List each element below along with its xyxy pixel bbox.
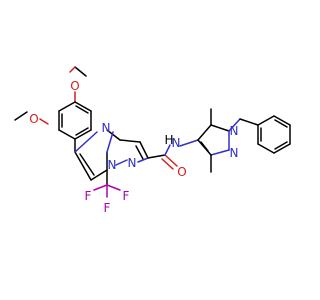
atom-o-amide: O bbox=[177, 165, 186, 179]
bond-pm-n-top bbox=[74, 131, 98, 153]
bond-pm-n-right bbox=[106, 131, 114, 153]
bond-amide-c bbox=[147, 154, 166, 159]
atom-n-ring-pyrazole: N bbox=[128, 156, 137, 170]
bond-pm-ring-c bbox=[74, 151, 92, 181]
atom-f-center: F bbox=[104, 201, 111, 215]
bond-ph-4-inner bbox=[75, 127, 89, 136]
molecule-svg: O O N N N H N O F F F N N bbox=[14, 66, 291, 215]
atom-n-ring-upper: N bbox=[102, 121, 111, 135]
bond-pm-ring-b bbox=[90, 169, 108, 181]
bond-pm-ring-c-inner bbox=[79, 153, 95, 176]
bond-bz-4-inner bbox=[274, 141, 288, 150]
amide-group bbox=[147, 139, 199, 170]
benzyl-group bbox=[228, 118, 259, 132]
atom-f-right: F bbox=[123, 189, 130, 203]
bond-dmp-1 bbox=[197, 124, 212, 141]
bond-ph-1 bbox=[58, 101, 76, 112]
bond-pz-n-bridge bbox=[115, 159, 128, 166]
bond-methyl-top bbox=[74, 66, 87, 77]
bond-pz-2 bbox=[139, 141, 149, 159]
atom-n-amide: N bbox=[172, 136, 181, 150]
bond-dmp-4 bbox=[210, 149, 230, 156]
bond-dmp-2 bbox=[210, 124, 230, 132]
pyrimidine-ring bbox=[74, 129, 121, 186]
bond-amide-n-pyrazole bbox=[179, 139, 199, 147]
pyrazole-fused-ring bbox=[115, 139, 149, 166]
atom-o-methoxy-top: O bbox=[70, 79, 79, 93]
atom-n-pyrazole-1: N bbox=[230, 124, 239, 138]
bond-bz-1 bbox=[257, 115, 275, 126]
bond-benzyl-link bbox=[239, 118, 259, 126]
bond-ph-4 bbox=[74, 129, 92, 140]
bond-benzyl-ch2 bbox=[228, 118, 241, 132]
atom-o-methoxy-side: O bbox=[29, 112, 38, 126]
benzyl-phenyl-ring bbox=[257, 115, 291, 154]
bond-cf-right bbox=[106, 184, 121, 191]
methoxy-top-group bbox=[69, 66, 87, 103]
bond-cf-left bbox=[93, 184, 108, 191]
bond-dmp-5-inner bbox=[200, 141, 209, 152]
molecule-structure-diagram: O O N N N H N O F F F N N bbox=[14, 66, 291, 215]
atom-n-ring-bridge: N bbox=[108, 158, 117, 172]
bond-pz-2-inner bbox=[135, 145, 144, 160]
bond-amide-co-a bbox=[164, 154, 178, 167]
atom-h-amide: H bbox=[164, 133, 173, 147]
bond-bz-4 bbox=[273, 143, 291, 154]
trifluoromethyl-group bbox=[93, 184, 121, 198]
bond-amide-cn bbox=[164, 144, 171, 156]
methoxy-side-group bbox=[14, 111, 49, 125]
dimethoxyphenyl-ring bbox=[58, 101, 92, 140]
bond-ph-6 bbox=[74, 101, 92, 112]
bond-pm-fused-top bbox=[106, 129, 121, 141]
atom-labels: O O N N N H N O F F F N N bbox=[29, 79, 238, 215]
bond-bz-5 bbox=[257, 143, 275, 154]
atom-f-left: F bbox=[85, 189, 92, 203]
bond-bz-2-inner bbox=[274, 119, 288, 128]
bond-pz-n bbox=[137, 157, 149, 163]
bond-pz-1 bbox=[119, 139, 141, 143]
bond-methyl-side bbox=[14, 111, 28, 121]
bond-amide-co-b bbox=[161, 158, 174, 170]
bond-bz-2 bbox=[273, 115, 291, 126]
bond-ph-3 bbox=[58, 129, 76, 140]
bond-o-top-a bbox=[69, 66, 76, 73]
bond-ph-6-inner bbox=[75, 105, 89, 114]
dimethylpyrazole-ring bbox=[197, 108, 230, 173]
bond-o-side bbox=[39, 118, 49, 125]
atom-n-pyrazole-2: N bbox=[230, 146, 239, 160]
